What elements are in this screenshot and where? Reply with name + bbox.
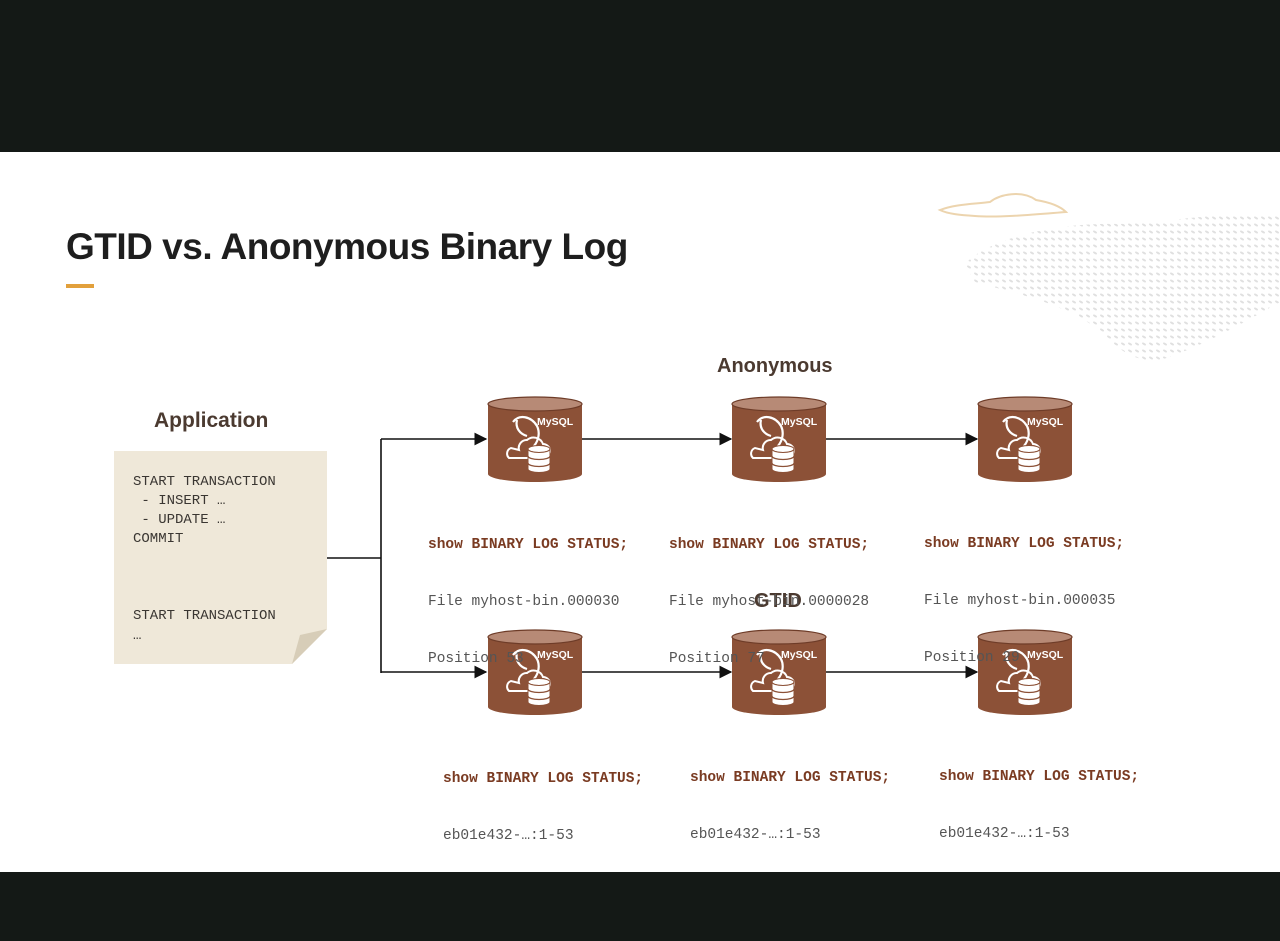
app-line-2: - INSERT … <box>133 493 226 509</box>
status-command: show BINARY LOG STATUS; <box>443 771 644 787</box>
status-command: show BINARY LOG STATUS; <box>924 536 1125 552</box>
status-command: show BINARY LOG STATUS; <box>428 537 629 553</box>
gtid-status-1: show BINARY LOG STATUS; eb01e432-…:1-53 <box>443 732 643 872</box>
mysql-database-icon: MySQL <box>731 629 827 715</box>
app-line-5: START TRANSACTION <box>133 608 276 624</box>
status-file: File myhost-bin.000035 <box>924 593 1116 609</box>
application-note <box>114 451 327 664</box>
svg-text:MySQL: MySQL <box>1027 416 1064 428</box>
status-gtid-set: eb01e432-…:1-53 <box>443 828 574 844</box>
mysql-database-icon: MySQL <box>977 396 1073 482</box>
gtid-status-2: show BINARY LOG STATUS; eb01e432-…:1-53 <box>690 731 890 872</box>
status-position: Position 53 <box>428 651 524 667</box>
status-command: show BINARY LOG STATUS; <box>669 537 870 553</box>
app-line-3: - UPDATE … <box>133 512 226 528</box>
status-gtid-set: eb01e432-…:1-53 <box>690 827 821 843</box>
status-command: show BINARY LOG STATUS; <box>690 770 891 786</box>
page-title: GTID vs. Anonymous Binary Log <box>66 226 628 267</box>
decorative-background <box>937 193 1280 361</box>
slide: GTID vs. Anonymous Binary Log Applicatio… <box>0 152 1280 872</box>
anonymous-status-1: show BINARY LOG STATUS; File myhost-bin.… <box>428 498 628 707</box>
top-letterbox <box>0 0 1280 152</box>
mysql-database-icon: MySQL <box>731 396 827 482</box>
anonymous-label: Anonymous <box>717 355 833 377</box>
status-position: Position 77 <box>669 651 765 667</box>
application-label: Application <box>154 409 269 432</box>
status-gtid-set: eb01e432-…:1-53 <box>939 826 1070 842</box>
gtid-status-3: show BINARY LOG STATUS; eb01e432-…:1-53 <box>939 730 1139 872</box>
mysql-database-icon: MySQL <box>487 396 583 482</box>
status-file: File myhost-bin.000030 <box>428 594 620 610</box>
app-line-1: START TRANSACTION <box>133 474 276 490</box>
svg-text:MySQL: MySQL <box>781 416 818 428</box>
gtid-label: GTID <box>754 590 802 612</box>
mysql-database-icon: MySQL <box>977 629 1073 715</box>
svg-text:MySQL: MySQL <box>781 649 818 661</box>
app-line-4: COMMIT <box>133 531 184 547</box>
mysql-database-icon: MySQL <box>487 629 583 715</box>
connector-lines <box>327 432 979 679</box>
app-line-6: … <box>133 628 142 644</box>
anonymous-status-2: show BINARY LOG STATUS; File myhost-bin.… <box>669 498 869 707</box>
svg-text:MySQL: MySQL <box>1027 649 1064 661</box>
anonymous-status-3: show BINARY LOG STATUS; File myhost-bin.… <box>924 497 1124 706</box>
svg-text:MySQL: MySQL <box>537 649 574 661</box>
title-underline <box>66 284 94 288</box>
svg-text:MySQL: MySQL <box>537 416 574 428</box>
bottom-letterbox <box>0 872 1280 941</box>
status-file: File myhost-bin.0000028 <box>669 594 870 610</box>
status-command: show BINARY LOG STATUS; <box>939 769 1140 785</box>
status-position: Position 29 <box>924 650 1020 666</box>
